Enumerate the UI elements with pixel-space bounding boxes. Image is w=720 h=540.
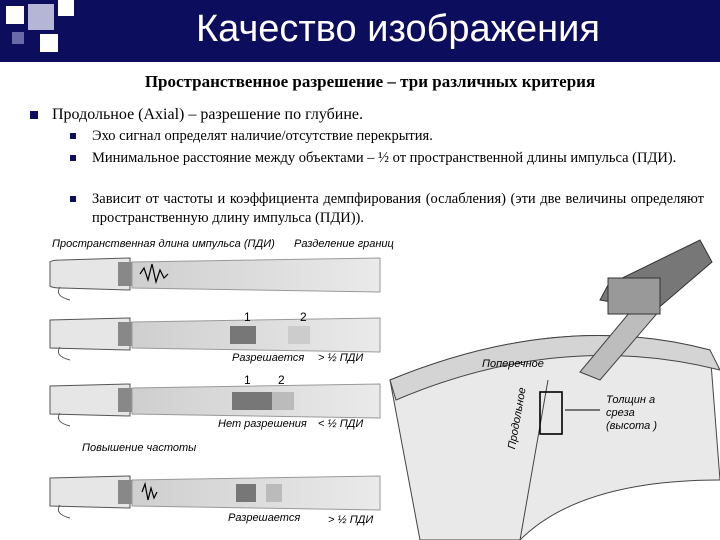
bullet-square-icon	[30, 111, 38, 120]
slice-thickness-label: Толщин а среза (высота )	[606, 394, 657, 432]
corner-square-5	[12, 32, 24, 44]
lt-half-spl-label: < ½ ПДИ	[318, 418, 364, 430]
transducer-row-3	[49, 383, 381, 427]
sector-scan-diagram	[389, 239, 720, 540]
lateral-label: Поперечное	[482, 358, 544, 370]
slide-title: Качество изображения	[196, 8, 600, 50]
boundary-separation-label: Разделение границ	[294, 238, 394, 250]
corner-square-3	[58, 0, 74, 16]
reflector-number-2b: 2	[278, 373, 285, 387]
gt-half-spl-label-1: > ½ ПДИ	[318, 352, 364, 364]
sub-bullet-2-text: Минимальное расстояние между объектами –…	[92, 150, 677, 166]
resolved-label-1: Разрешается	[232, 352, 305, 364]
bullet-axial: Продольное (Axial) – разрешение по глуби…	[30, 106, 690, 124]
sub-bullet-3-text: Зависит от частоты и коэффициента демпфи…	[92, 191, 704, 226]
sub-bullet-2: Минимальное расстояние между объектами –…	[70, 149, 704, 168]
reflector-number-1b: 1	[244, 373, 251, 387]
bullet-square-icon	[70, 155, 76, 161]
bullet-square-icon	[70, 196, 76, 202]
reflector-number-2: 2	[300, 310, 307, 324]
corner-square-2	[28, 4, 54, 30]
reflector-number-1: 1	[244, 310, 251, 324]
bullet-square-icon	[70, 133, 76, 139]
gt-half-spl-label-2: > ½ ПДИ	[328, 514, 374, 526]
sub-bullet-1: Эхо сигнал определят наличие/отсутствие …	[70, 127, 704, 146]
transducer-row-4	[49, 475, 381, 519]
bullet-axial-text: Продольное (Axial) – разрешение по глуби…	[52, 106, 363, 123]
sub-bullet-3: Зависит от частоты и коэффициента демпфи…	[70, 190, 704, 228]
frequency-increase-label: Повышение частоты	[82, 442, 197, 454]
corner-square-4	[40, 34, 58, 52]
transducer-row-2	[49, 317, 381, 361]
resolved-label-2: Разрешается	[228, 512, 301, 524]
spl-label: Пространственная длина импульса (ПДИ)	[52, 238, 275, 250]
corner-square-1	[6, 6, 24, 24]
title-band	[0, 0, 720, 62]
sub-bullet-1-text: Эхо сигнал определят наличие/отсутствие …	[92, 128, 433, 144]
slide-subtitle: Пространственное разрешение – три различ…	[144, 72, 596, 91]
not-resolved-label: Нет разрешения	[218, 418, 307, 430]
transducer-row-1	[49, 257, 381, 301]
